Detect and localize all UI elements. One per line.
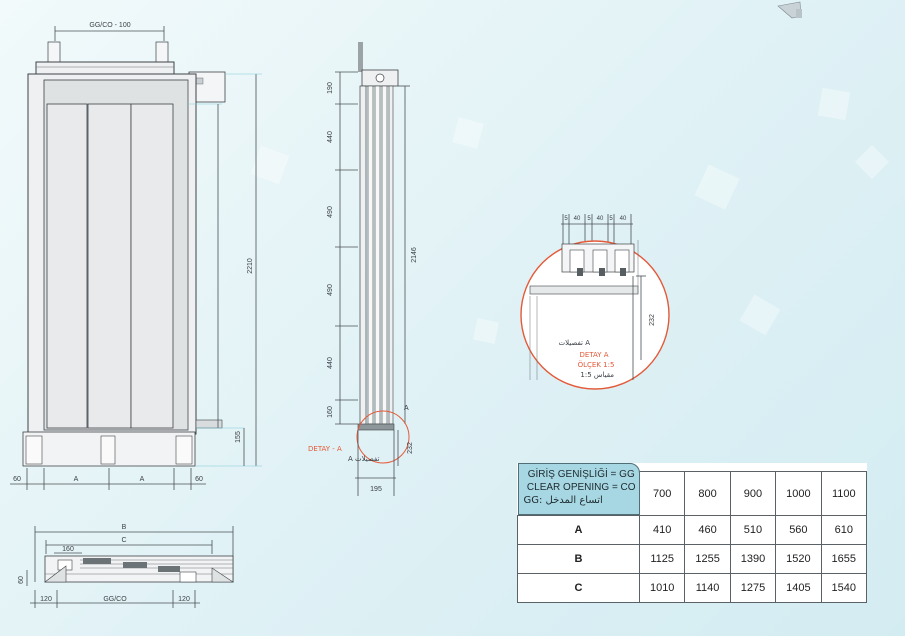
detail-top-dim-3: 5 bbox=[587, 216, 591, 222]
section-dim-440-bottom: 440 bbox=[327, 357, 334, 369]
front-bottom-dim-a2: A bbox=[140, 476, 145, 483]
table-row-c: C 1010 1140 1275 1405 1540 bbox=[517, 573, 868, 603]
table-cell: 1275 bbox=[729, 573, 777, 603]
plan-side-dim: 60 bbox=[18, 576, 25, 584]
table-header-spacer bbox=[639, 463, 867, 473]
plan-view: B C 160 60 12 bbox=[18, 524, 234, 608]
table-cell: 1140 bbox=[684, 573, 731, 603]
detail-label-ar: تفصيلات A bbox=[559, 339, 591, 347]
header-line-en: CLEAR OPENING = CO bbox=[526, 482, 636, 493]
section-total-height-dim: 2146 bbox=[411, 247, 418, 263]
table-cell: 610 bbox=[820, 515, 868, 545]
detail-top-dim-1: 5 bbox=[564, 216, 568, 222]
front-bottom-dim-a1: A bbox=[74, 476, 79, 483]
table-header-box: GİRİŞ GENİŞLİĞİ = GG CLEAR OPENING = CO … bbox=[517, 463, 640, 515]
row-label: A bbox=[517, 515, 640, 545]
detail-top-dim-5: 5 bbox=[609, 216, 613, 222]
section-detail-height-dim: 232 bbox=[407, 442, 414, 454]
detail-callout-a: A bbox=[404, 405, 409, 412]
plan-dim-b: B bbox=[122, 524, 127, 531]
section-detail-label: DETAY - A bbox=[308, 445, 342, 453]
size-cell: 700 bbox=[638, 471, 686, 516]
table-cell: 1405 bbox=[775, 573, 822, 603]
table-row-b: B 1125 1255 1390 1520 1655 bbox=[517, 544, 868, 574]
row-label: B bbox=[517, 544, 640, 574]
detail-a-profiles bbox=[529, 240, 639, 380]
detail-height-dim: 232 bbox=[649, 314, 656, 326]
section-detail-label-ar: تفصيلات A bbox=[348, 455, 380, 463]
section-dim-490-bottom: 490 bbox=[327, 284, 334, 296]
section-view: 190 440 490 490 440 160 2146 A 232 195 D… bbox=[308, 42, 418, 496]
size-cell: 900 bbox=[729, 471, 777, 516]
detail-scale-ar: مقياس 1:5 bbox=[580, 371, 614, 379]
table-row-a: A 410 460 510 560 610 bbox=[517, 515, 868, 545]
row-label: C bbox=[517, 573, 640, 603]
header-line-ar: اتساع المدخل :GG bbox=[523, 495, 603, 506]
detail-a-view: 5 40 5 40 5 40 232 تفصيلات A DETAY A bbox=[520, 214, 670, 390]
detail-scale: ÖLÇEK 1:5 bbox=[578, 360, 615, 369]
table-cell: 1390 bbox=[729, 544, 777, 574]
table-header-row: GİRİŞ GENİŞLİĞİ = GG CLEAR OPENING = CO … bbox=[517, 463, 867, 515]
plan-bottom-dim-left: 120 bbox=[40, 596, 52, 603]
table-cell: 1255 bbox=[684, 544, 731, 574]
section-dim-440-top: 440 bbox=[327, 131, 334, 143]
front-view: GG/CO - 100 2210 bbox=[10, 22, 262, 490]
detail-top-dim-2: 40 bbox=[574, 216, 581, 222]
table-cell: 1010 bbox=[638, 573, 686, 603]
size-cell: 1100 bbox=[820, 471, 868, 516]
section-dim-490-top: 490 bbox=[327, 206, 334, 218]
table-sizes-row: 700 800 900 1000 1100 bbox=[518, 471, 868, 516]
table-cell: 410 bbox=[638, 515, 686, 545]
size-table: GİRİŞ GENİŞLİĞİ = GG CLEAR OPENING = CO … bbox=[517, 463, 868, 603]
front-top-dim: GG/CO - 100 bbox=[89, 22, 130, 29]
size-cell: 1000 bbox=[775, 471, 822, 516]
table-cell: 1655 bbox=[820, 544, 868, 574]
front-height-dim: 2210 bbox=[247, 258, 254, 274]
front-bottom-dim-left: 60 bbox=[13, 476, 21, 483]
detail-top-dim-4: 40 bbox=[597, 216, 604, 222]
table-cell: 560 bbox=[775, 515, 822, 545]
table-cell: 1540 bbox=[820, 573, 868, 603]
detail-title: DETAY A bbox=[579, 351, 608, 359]
plan-bottom-dim-right: 120 bbox=[178, 596, 190, 603]
table-cell: 510 bbox=[729, 515, 777, 545]
table-header-cell: GİRİŞ GENİŞLİĞİ = GG CLEAR OPENING = CO … bbox=[517, 463, 640, 516]
table-cell: 1125 bbox=[638, 544, 686, 574]
section-dim-190: 190 bbox=[327, 82, 334, 94]
front-bottom-dim-right: 60 bbox=[195, 476, 203, 483]
top-right-fixture bbox=[777, 1, 802, 19]
section-dim-160: 160 bbox=[327, 406, 334, 418]
table-cell: 1520 bbox=[775, 544, 822, 574]
front-sill-dim: 155 bbox=[235, 431, 242, 443]
plan-bottom-dim-center: GG/CO bbox=[103, 596, 127, 603]
header-line-tr: GİRİŞ GENİŞLİĞİ = GG bbox=[527, 469, 635, 480]
size-cell: 800 bbox=[684, 471, 731, 516]
plan-offset-dim: 160 bbox=[62, 546, 74, 553]
section-depth-dim: 195 bbox=[370, 486, 382, 493]
plan-dim-c: C bbox=[121, 537, 126, 544]
table-cell: 460 bbox=[684, 515, 731, 545]
detail-top-dim-6: 40 bbox=[620, 216, 627, 222]
background-pattern bbox=[250, 87, 889, 345]
